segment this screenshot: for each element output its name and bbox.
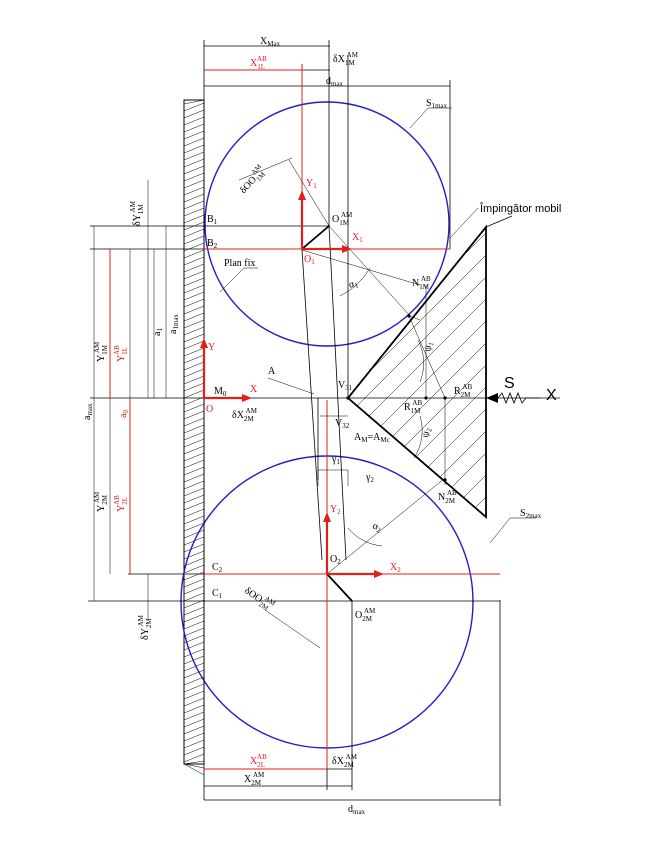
label-dx-2m-bottom: δX2MAM	[332, 753, 358, 769]
label-dx-2m: δX2MAM	[232, 407, 258, 423]
label-b1: B1	[207, 214, 218, 226]
label-psi2: ψ2	[420, 427, 434, 439]
reference-lines	[88, 45, 560, 801]
vertical-dimension-lines	[93, 40, 501, 806]
label-c1: C1	[212, 588, 223, 600]
label-s-2max: S2max	[520, 508, 542, 520]
label-y-1l: Y1LAB	[113, 345, 129, 362]
label-d-max-top: dmax	[326, 76, 344, 88]
label-alpha1: α1	[347, 277, 360, 291]
label-x-force: X	[546, 387, 557, 404]
label-gamma2: γ2	[365, 472, 374, 484]
mobile-pusher	[346, 215, 513, 519]
label-dx-1m: δX1MAM	[333, 51, 359, 67]
label-y2-axis: Y2	[330, 504, 341, 516]
label-v-31: V31	[338, 380, 353, 392]
label-x-1l: X1LAB	[250, 55, 267, 71]
leader-lines	[219, 107, 536, 544]
link-segments	[301, 225, 353, 602]
label-dy-1m: δY1MAM	[129, 200, 145, 226]
label-a-max-left: a1max	[168, 313, 180, 334]
label-gamma1: γ1	[331, 454, 340, 466]
label-b2: B2	[207, 238, 218, 250]
labels: XMax X1LAB δX1MAM dmax S1max S2max Împin…	[82, 36, 561, 816]
label-x-2l: X2LAB	[250, 753, 267, 769]
label-a-eq: AM=AMc	[354, 432, 390, 444]
label-r-1m: R1MAB	[404, 399, 422, 415]
label-y-axis: Y	[208, 342, 215, 353]
rod	[301, 225, 347, 561]
label-s-1max: S1max	[426, 98, 448, 110]
label-o-2m: O2MAM	[355, 607, 376, 623]
label-plan-fix: Plan fix	[224, 258, 255, 269]
label-alpha2: α2	[371, 520, 384, 534]
fixed-plane	[183, 99, 205, 776]
label-o1: O1	[304, 254, 315, 266]
label-y-1m: Y1MAM	[93, 341, 109, 362]
label-do1: δOO1MAM	[236, 162, 270, 197]
label-v-32: V32	[335, 418, 350, 430]
red-dimensions	[109, 64, 500, 770]
label-x-axis: X	[250, 384, 258, 395]
label-a-max-far: amax	[82, 403, 94, 420]
label-n-2m: N2MAB	[438, 489, 457, 505]
label-a-0: a0	[118, 410, 130, 418]
label-x-2m: X2MAM	[244, 771, 265, 787]
label-y-2l: Y2LAB	[113, 495, 129, 512]
label-s-force: S	[504, 375, 515, 392]
label-x2-axis: X2	[390, 562, 401, 574]
construction-lines	[238, 157, 446, 649]
label-a: A	[268, 366, 276, 377]
label-n-1m: N1MAB	[412, 275, 431, 291]
coordinate-axes	[200, 190, 384, 578]
label-y-2m: Y2MAM	[93, 491, 109, 512]
label-o2: O2	[330, 554, 341, 566]
label-c2: C2	[212, 562, 223, 574]
upper-circle	[204, 101, 450, 347]
points	[346, 314, 447, 482]
label-x1-axis: X1	[352, 232, 363, 244]
label-y1-axis: Y1	[306, 178, 317, 190]
label-impingator: Împingător mobil	[479, 202, 561, 215]
label-o-origin: O	[206, 404, 213, 415]
angle-arcs	[339, 267, 424, 547]
force-arrow	[486, 391, 540, 405]
label-x-max: XMax	[260, 36, 281, 48]
label-o-1m: O1MAM	[332, 211, 353, 227]
label-d-max-bottom: dmax	[348, 804, 366, 816]
label-do2: δOO2MAM	[241, 583, 277, 615]
label-psi1: ψ1	[422, 341, 436, 353]
label-r-2m: R2MAB	[454, 383, 472, 399]
label-dy-2m: δY2MAM	[137, 614, 153, 640]
label-a-1: a1	[152, 328, 164, 336]
label-m0: M0	[214, 386, 227, 398]
